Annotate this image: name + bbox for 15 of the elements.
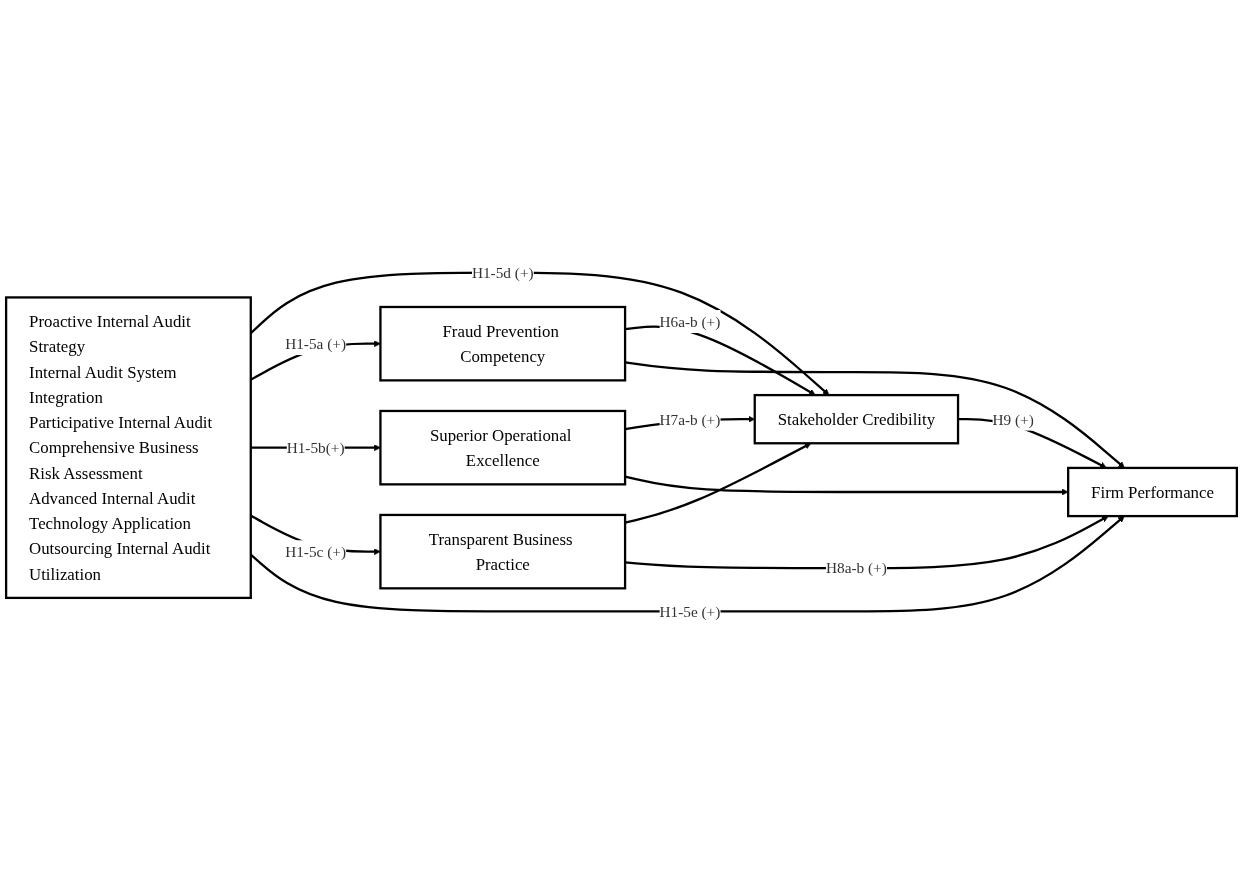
node-box: Fraud Prevention Competency <box>379 305 627 382</box>
edge-label: H9 (+) <box>992 410 1034 428</box>
edge-label: H1-5a (+) <box>285 334 347 352</box>
node-box: Firm Performance <box>1067 466 1239 517</box>
edge-label: H1-5c (+) <box>285 542 347 560</box>
node-box: Stakeholder Credibility <box>753 393 960 444</box>
edge-label: H1-5b(+) <box>286 438 345 456</box>
edge-label: H6a-b (+) <box>659 312 721 330</box>
node-box: Transparent Business Practice <box>379 513 627 590</box>
edge-label: H7a-b (+) <box>659 410 721 428</box>
edge-label: H8a-b (+) <box>825 559 887 577</box>
node-box: Superior Operational Excellence <box>379 409 627 486</box>
edge-label: H1-5e (+) <box>659 602 721 620</box>
node-box: Proactive Internal Audit Strategy Internal Audit System Integration Participative Internal Audit Comprehensive Business Risk Assessment Advanced Internal Audit Technology Application Outsourcing Internal Audit Utilization <box>4 295 252 599</box>
edge-label: H1-5d (+) <box>471 263 534 281</box>
